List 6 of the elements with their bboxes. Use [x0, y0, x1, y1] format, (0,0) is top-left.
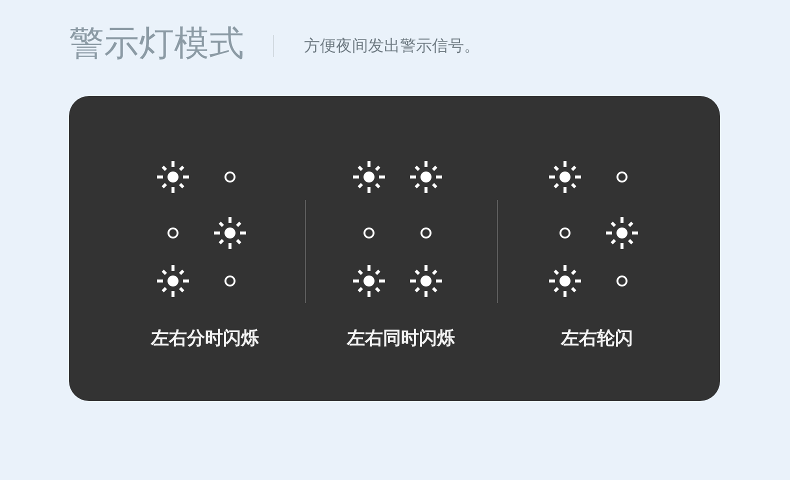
title: 警示灯模式 [69, 23, 244, 65]
subtitle: 方便夜间发出警示信号。 [304, 36, 480, 56]
mode-label: 左右轮闪 [561, 328, 633, 350]
dark-panel [69, 96, 720, 401]
mode-label: 左右同时闪烁 [347, 328, 455, 350]
mode-label: 左右分时闪烁 [151, 328, 259, 350]
